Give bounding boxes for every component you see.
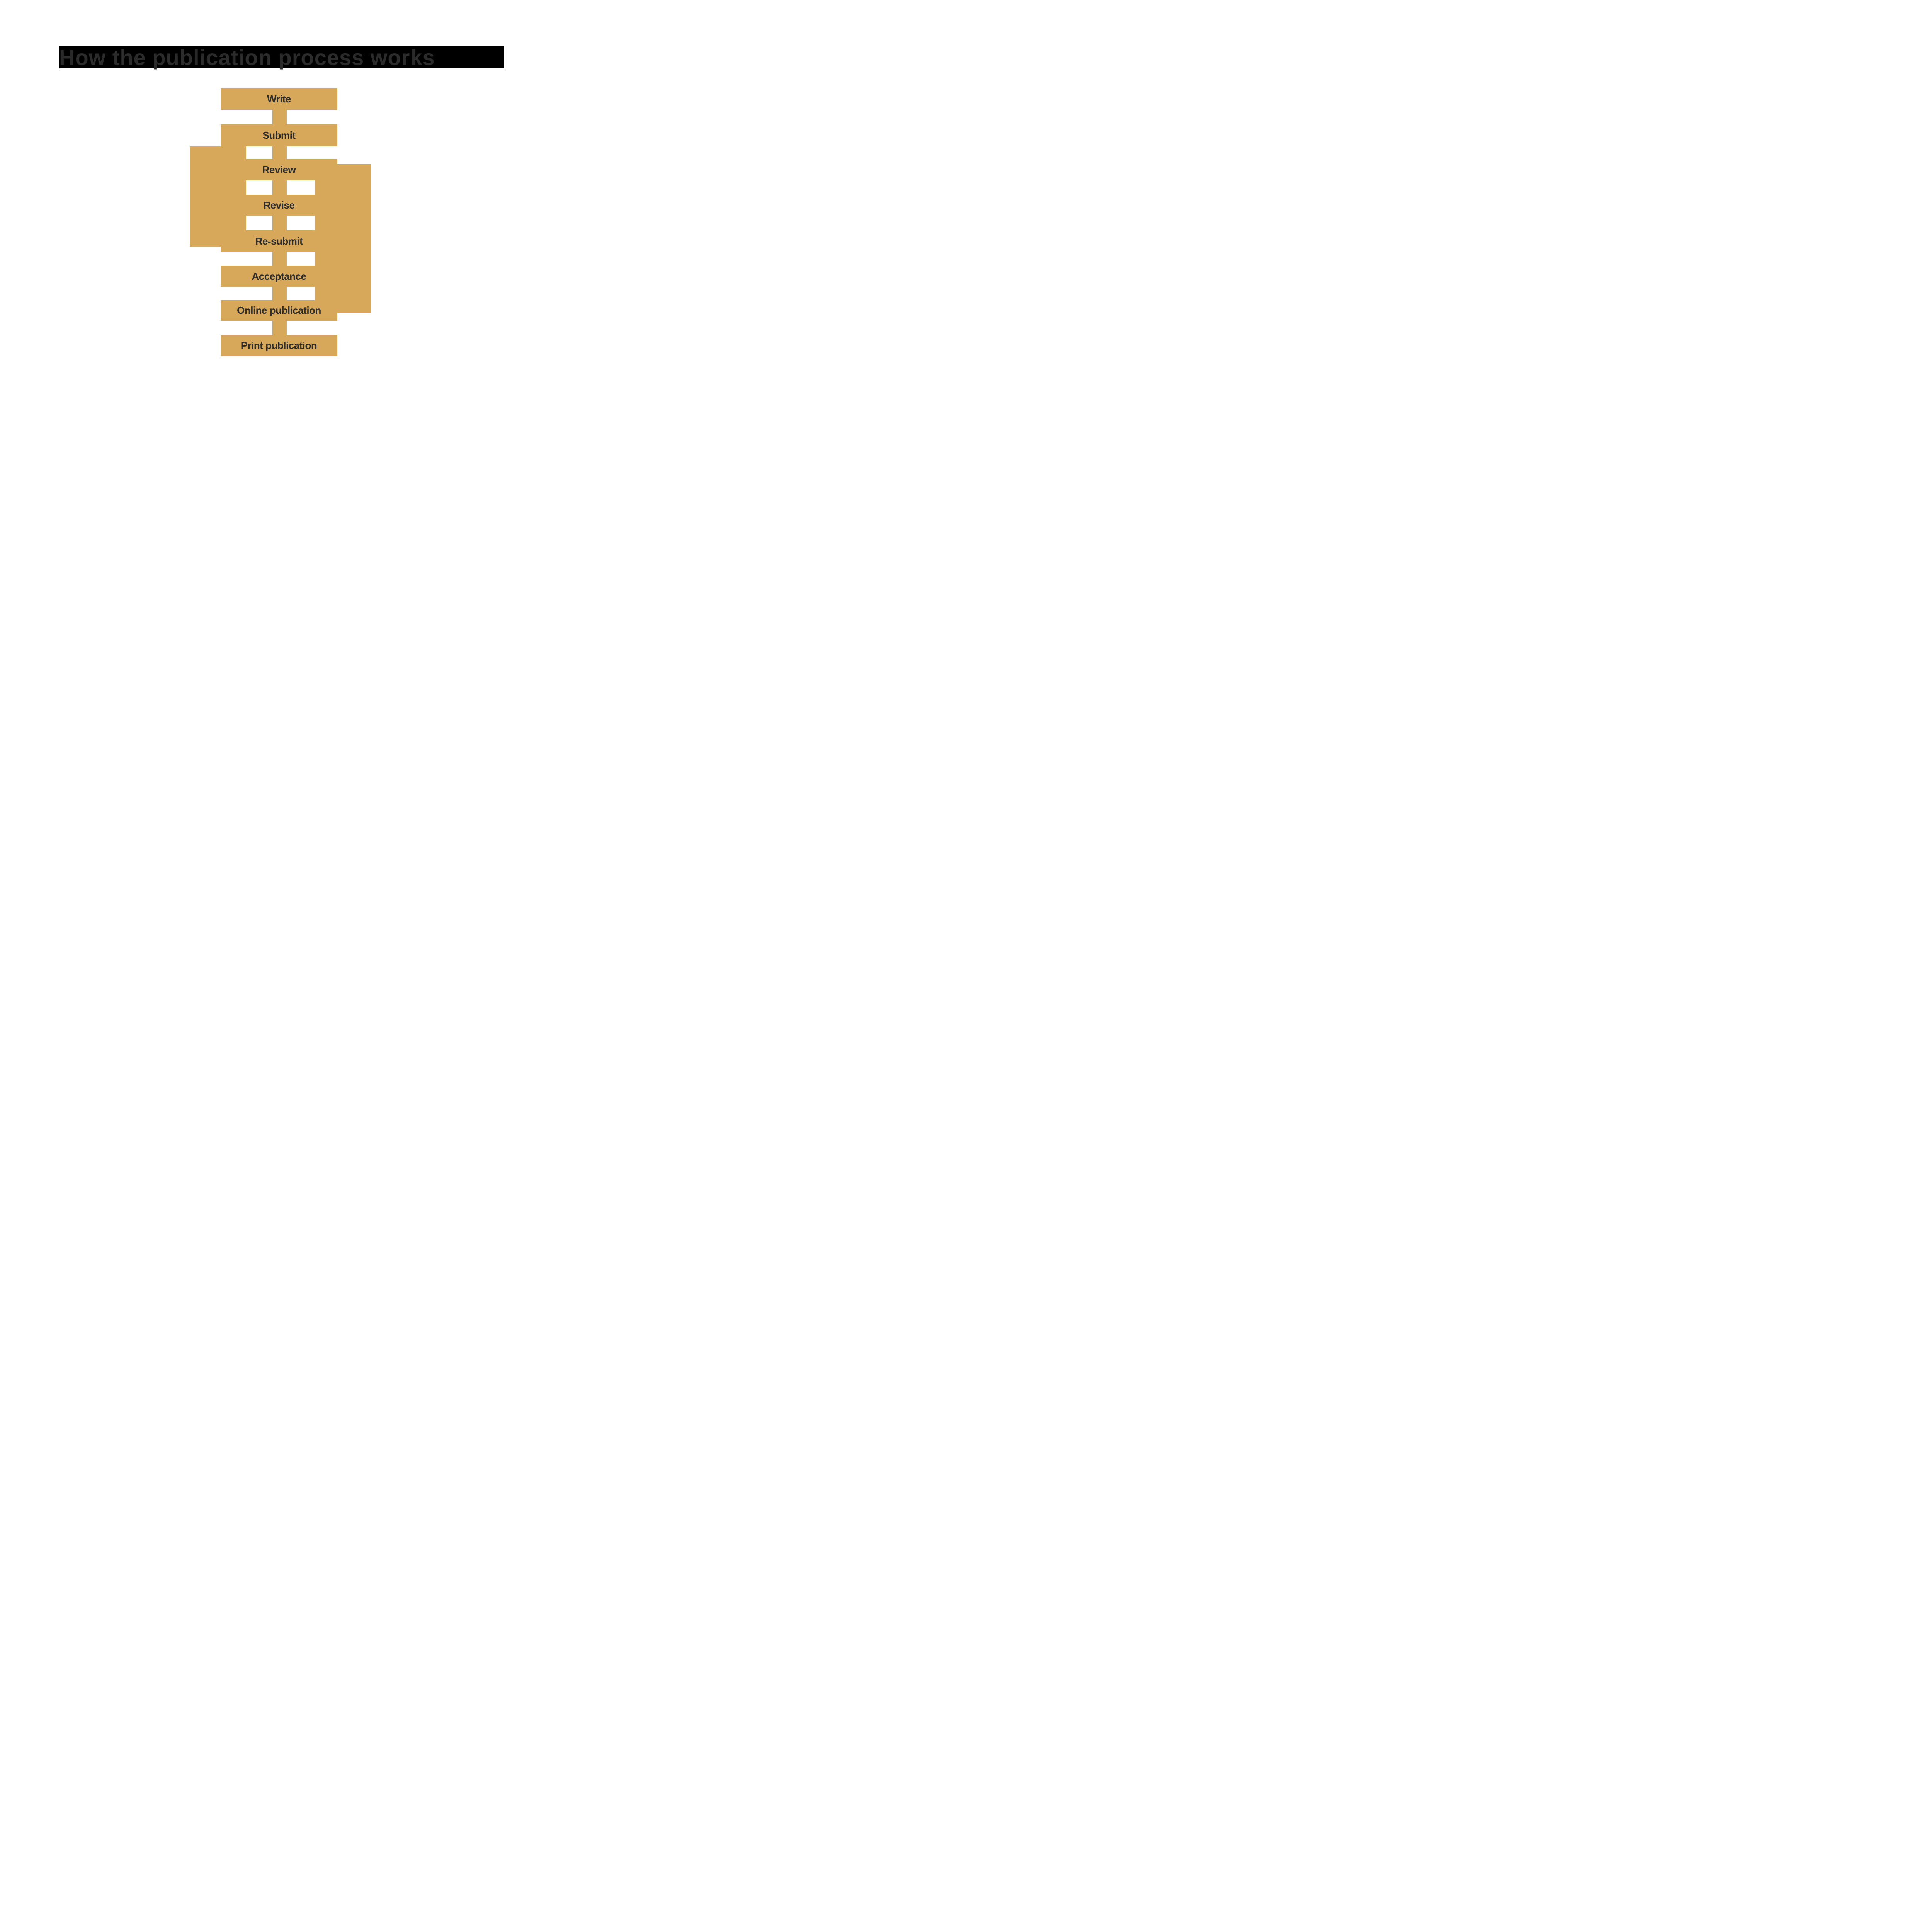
flow-node-label: Submit xyxy=(262,129,296,141)
flow-node-label: Review xyxy=(262,164,296,175)
flow-node-print-publication: Print publication xyxy=(221,335,337,356)
connector-revise-resubmit xyxy=(272,216,287,230)
page-title: How the publication process works xyxy=(59,45,435,70)
flow-node-write: Write xyxy=(221,88,337,110)
title-bar: How the publication process works xyxy=(59,46,504,68)
flow-node-label: Online publication xyxy=(237,304,321,316)
connector-acceptance-online xyxy=(272,287,287,300)
slide-canvas: How the publication process works Write … xyxy=(0,0,556,417)
flow-node-label: Re-submit xyxy=(255,235,303,247)
connector-resubmit-acceptance xyxy=(272,252,287,266)
connector-review-revise xyxy=(272,180,287,195)
flow-node-label: Revise xyxy=(263,199,295,211)
flow-node-label: Print publication xyxy=(241,340,317,351)
flow-node-label: Write xyxy=(267,93,291,105)
flow-node-revise: Revise xyxy=(221,195,337,216)
flow-node-label: Acceptance xyxy=(252,270,306,282)
flow-node-review: Review xyxy=(221,159,337,180)
flow-node-submit: Submit xyxy=(221,124,337,146)
flow-node-online-publication: Online publication xyxy=(221,300,337,321)
connector-online-print xyxy=(272,321,287,335)
flow-node-acceptance: Acceptance xyxy=(221,266,337,287)
connector-write-submit xyxy=(272,110,287,124)
flow-node-resubmit: Re-submit xyxy=(221,230,337,252)
connector-submit-review xyxy=(272,146,287,159)
